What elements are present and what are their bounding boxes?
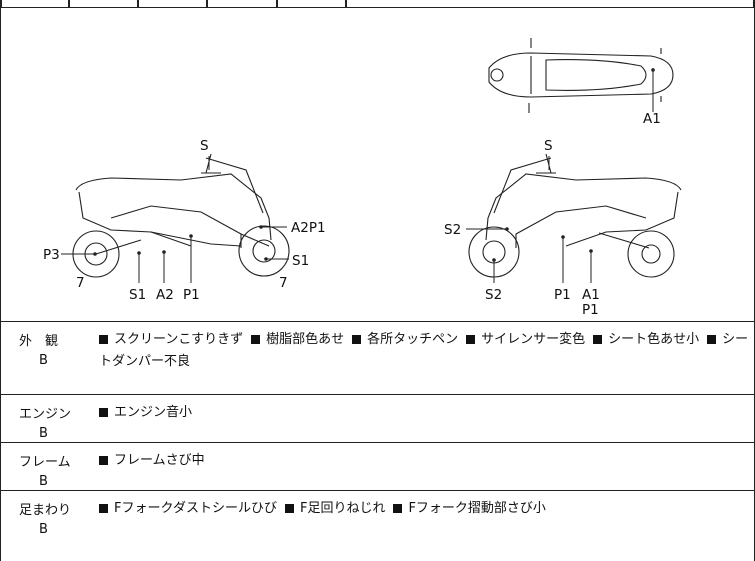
label-p1-below: P1	[582, 302, 599, 318]
section-grade: B	[39, 474, 48, 489]
label-a1-right: A1	[582, 287, 600, 303]
section-items: エンジン音小	[99, 402, 749, 424]
bullet-square-icon	[393, 503, 403, 513]
finding-item: F足回りねじれ	[299, 501, 386, 516]
bullet-square-icon	[99, 407, 108, 417]
bullet-square-icon	[593, 334, 603, 344]
label-p1-right: P1	[554, 287, 571, 303]
finding-item: サイレンサー変色	[481, 332, 586, 347]
label-s2-bottom: S2	[485, 287, 502, 303]
finding-item: Fフォーク摺動部さび小	[408, 501, 546, 516]
label-a1-top: A1	[643, 111, 661, 127]
finding-item: Fフォークダストシールひび	[114, 501, 277, 516]
label-7-left: 7	[76, 275, 85, 291]
label-s-left: S	[200, 138, 209, 154]
section-grade: B	[39, 353, 48, 368]
section-items: フレームさび中	[99, 450, 749, 472]
section-name: フレーム	[19, 455, 71, 470]
bullet-square-icon	[707, 334, 717, 344]
scooter-top-view	[488, 38, 674, 113]
section-frame: フレーム B フレームさび中	[0, 442, 755, 490]
finding-item: スクリーンこすりきず	[114, 332, 244, 347]
section-name: エンジン	[19, 407, 72, 422]
label-a2-bottom: A2	[156, 287, 174, 303]
finding-item: シート色あせ小	[608, 332, 700, 347]
label-p1-left: P1	[183, 287, 200, 303]
section-engine: エンジン B エンジン音小	[0, 394, 755, 442]
finding-item: エンジン音小	[114, 405, 193, 420]
label-7-right: 7	[279, 275, 288, 291]
label-s2-left: S2	[444, 222, 461, 238]
bullet-square-icon	[251, 334, 261, 344]
section-name: 外 観	[19, 334, 59, 349]
label-s1-right: S1	[292, 253, 309, 269]
section-grade: B	[39, 426, 48, 441]
bullet-square-icon	[99, 455, 108, 465]
label-p3: P3	[43, 247, 60, 263]
finding-item: フレームさび中	[114, 453, 205, 468]
bullet-square-icon	[284, 503, 294, 513]
header-row-edge	[0, 0, 755, 8]
label-a2p1: A2P1	[291, 220, 326, 236]
bullet-square-icon	[99, 334, 108, 344]
label-s1-bottom: S1	[129, 287, 146, 303]
section-exterior: 外 観 B スクリーンこすりきず樹脂部色あせ各所タッチペンサイレンサー変色シート…	[0, 321, 755, 394]
section-items: Fフォークダストシールひび F足回りねじれ Fフォーク摺動部さび小	[99, 498, 749, 520]
section-grade: B	[39, 522, 48, 537]
scooter-right-view	[468, 153, 682, 278]
label-s-right: S	[544, 138, 553, 154]
scooter-left-view	[72, 153, 290, 278]
finding-item: 樹脂部色あせ	[266, 332, 345, 347]
section-name: 足まわり	[19, 503, 72, 518]
bullet-square-icon	[352, 334, 362, 344]
bullet-square-icon	[99, 503, 108, 513]
section-items: スクリーンこすりきず 樹脂部色あせ 各所タッチペン サイレンサー変色 シート色あせ小シー…	[99, 329, 749, 373]
damage-diagram: A1 S A2P1 P3 S1 7 S1 A2 P1 7 S S2 S2 P1 …	[0, 8, 755, 321]
section-suspension: 足まわり B Fフォークダストシールひび F足回りねじれ Fフォーク摺動部さび小	[0, 490, 755, 561]
bullet-square-icon	[466, 334, 476, 344]
finding-item: 各所タッチペン	[367, 332, 459, 347]
finding-item: シートダンパー不良	[99, 332, 749, 369]
